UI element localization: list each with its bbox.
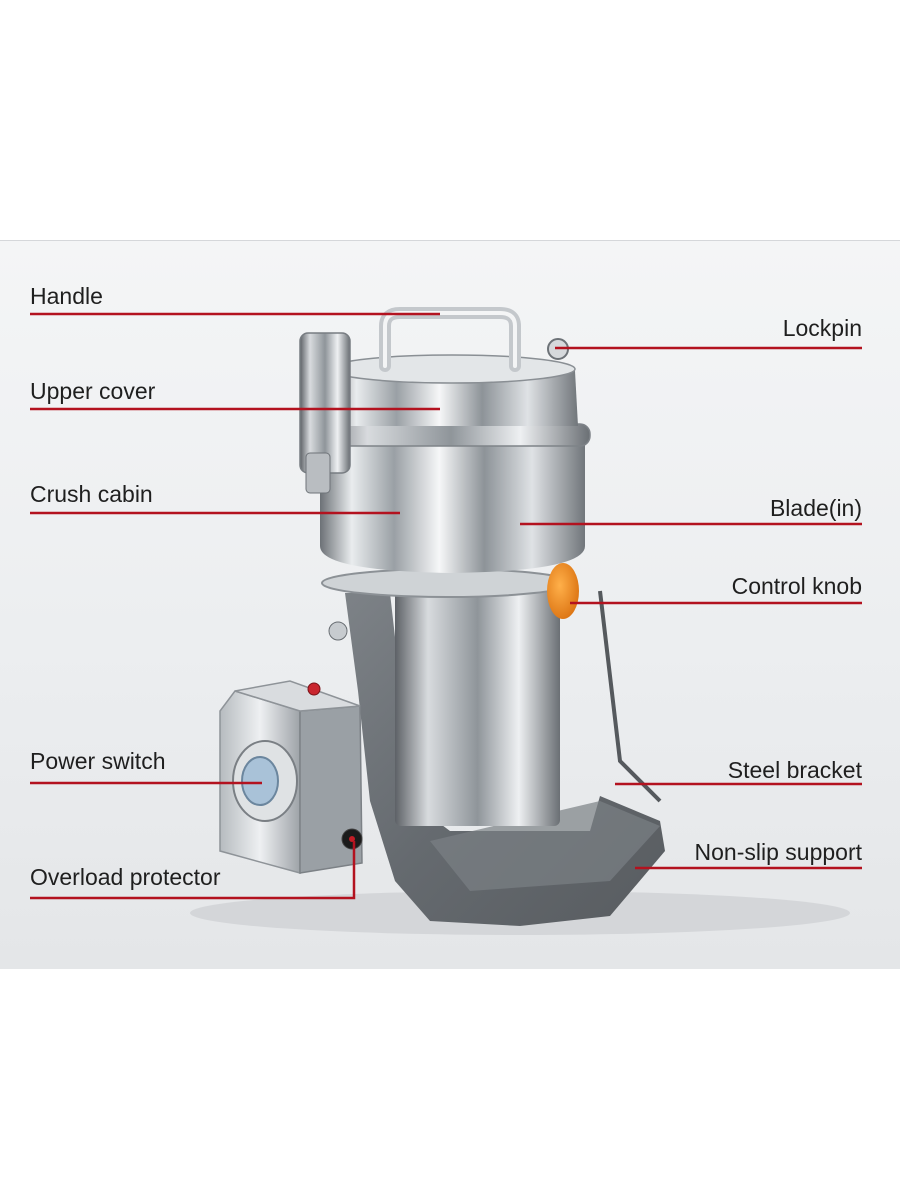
bracket-bolt <box>328 621 348 641</box>
handle-highlight <box>383 311 517 368</box>
leader-overload-protector <box>30 841 356 900</box>
overload-protector-dot <box>349 836 355 842</box>
leader-lines <box>30 312 862 900</box>
motor-cylinder <box>395 586 560 826</box>
bracket-tray <box>430 801 660 891</box>
cylinder-collar <box>321 568 573 598</box>
cover-top <box>328 354 576 384</box>
label-blade: Blade(in) <box>769 495 862 521</box>
latch-screw <box>305 452 331 494</box>
bracket-edge <box>598 590 662 803</box>
label-overload-protector: Overload protector <box>30 864 221 890</box>
crush-cabin-shape <box>320 436 585 573</box>
switch-box-top <box>234 680 361 712</box>
indicator-light <box>307 682 321 696</box>
label-steel-bracket: Steel bracket <box>727 757 862 783</box>
latch-clamp <box>299 332 351 474</box>
cabin-rim <box>311 423 591 447</box>
label-handle: Handle <box>30 283 103 309</box>
label-lockpin: Lockpin <box>782 315 862 341</box>
label-crush-cabin: Crush cabin <box>30 481 153 507</box>
control-knob-shape <box>547 563 579 619</box>
label-upper-cover: Upper cover <box>30 378 156 404</box>
diagram-panel: Handle Upper cover Crush cabin Power swi… <box>0 240 900 969</box>
grinder-illustration <box>30 307 862 935</box>
power-switch-knob <box>241 756 279 806</box>
label-control-knob: Control knob <box>731 573 862 599</box>
label-non-slip-support: Non-slip support <box>694 839 862 865</box>
label-power-switch: Power switch <box>30 748 166 774</box>
